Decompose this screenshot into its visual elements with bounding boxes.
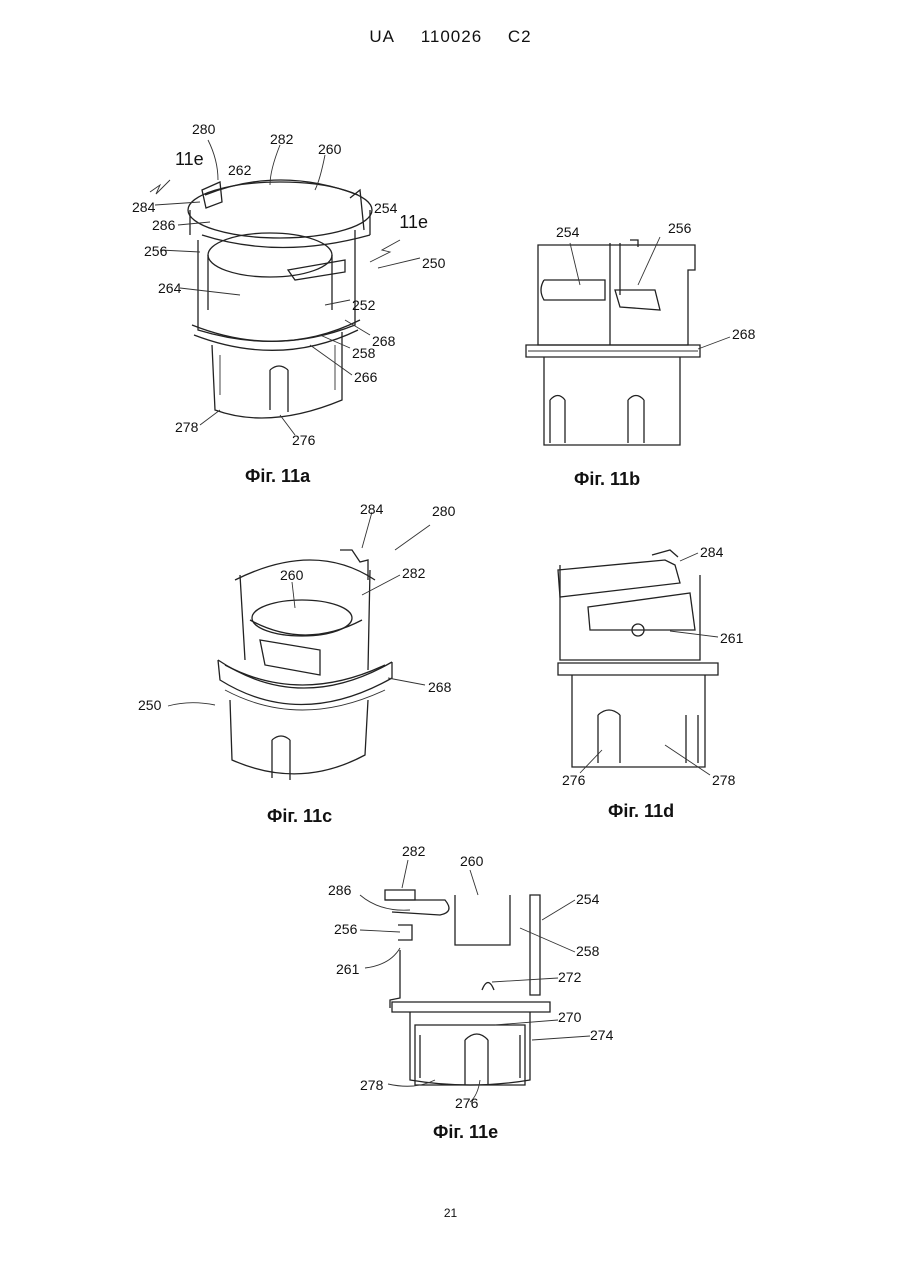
figure-11e-drawing: 282 260 286 254 256 258 261 272 270 274 …	[320, 840, 630, 1120]
fig11a-label-282: 282	[270, 131, 294, 147]
header-number: 110026	[421, 27, 482, 46]
fig11a-label-268: 268	[372, 333, 396, 349]
fig11e-label-258: 258	[576, 943, 600, 959]
fig11e-label-256: 256	[334, 921, 358, 937]
fig11a-label-254: 254	[374, 200, 398, 216]
fig11e-label-270: 270	[558, 1009, 582, 1025]
fig11c-label-284: 284	[360, 501, 384, 517]
fig11c-label-268: 268	[428, 679, 452, 695]
fig11b-label-268: 268	[732, 326, 756, 342]
fig11a-label-258: 258	[352, 345, 376, 361]
fig11c-label-280: 280	[432, 503, 456, 519]
fig11e-label-274: 274	[590, 1027, 614, 1043]
fig11e-label-276: 276	[455, 1095, 479, 1111]
fig11b-label-254: 254	[556, 224, 580, 240]
fig11b-label-256: 256	[668, 220, 692, 236]
figure-11d-drawing: 284 261 276 278	[540, 535, 780, 795]
fig11e-label-282: 282	[402, 843, 426, 859]
fig11c-label-282: 282	[402, 565, 426, 581]
fig11a-label-11e-right: 11e	[399, 212, 428, 232]
figure-11d: 284 261 276 278	[540, 535, 780, 795]
fig11a-label-280: 280	[192, 121, 216, 137]
fig11c-caption: Фіг. 11c	[267, 806, 332, 827]
fig11e-label-261: 261	[336, 961, 360, 977]
fig11a-label-256: 256	[144, 243, 168, 259]
fig11e-label-254: 254	[576, 891, 600, 907]
header-country: UA	[369, 27, 395, 46]
fig11d-caption: Фіг. 11d	[608, 801, 674, 822]
page-number: 21	[0, 1206, 901, 1220]
fig11d-label-278: 278	[712, 772, 736, 788]
fig11a-label-286: 286	[152, 217, 176, 233]
fig11e-label-286: 286	[328, 882, 352, 898]
fig11a-label-252: 252	[352, 297, 376, 313]
fig11d-label-261: 261	[720, 630, 744, 646]
fig11c-label-260: 260	[280, 567, 304, 583]
figure-11b-drawing: 254 256 268	[520, 215, 780, 455]
fig11a-label-250: 250	[422, 255, 446, 271]
fig11a-label-276: 276	[292, 432, 316, 448]
header-kind: C2	[508, 27, 532, 46]
fig11c-label-250: 250	[138, 697, 162, 713]
fig11a-label-260: 260	[318, 141, 342, 157]
fig11a-label-11e-left: 11e	[175, 149, 204, 169]
fig11a-label-278: 278	[175, 419, 199, 435]
figure-11e: 282 260 286 254 256 258 261 272 270 274 …	[320, 840, 630, 1120]
figure-11a-drawing: 280 282 260 11e 262 284 286 254 11e 256 …	[120, 110, 440, 460]
figure-11a: 280 282 260 11e 262 284 286 254 11e 256 …	[120, 110, 440, 460]
fig11a-label-266: 266	[354, 369, 378, 385]
fig11a-label-264: 264	[158, 280, 182, 296]
fig11a-label-262: 262	[228, 162, 252, 178]
patent-header: UA 110026 C2	[0, 27, 901, 47]
fig11e-label-260: 260	[460, 853, 484, 869]
figure-11b: 254 256 268	[520, 215, 780, 455]
fig11d-label-284: 284	[700, 544, 724, 560]
fig11e-label-272: 272	[558, 969, 582, 985]
fig11a-label-284: 284	[132, 199, 156, 215]
fig11a-caption: Фіг. 11a	[245, 466, 310, 487]
figure-11c: 284 280 260 282 268 250	[130, 500, 470, 790]
fig11d-label-276: 276	[562, 772, 586, 788]
fig11e-caption: Фіг. 11e	[433, 1122, 498, 1143]
fig11b-caption: Фіг. 11b	[574, 469, 640, 490]
figure-11c-drawing: 284 280 260 282 268 250	[130, 500, 470, 790]
fig11e-label-278: 278	[360, 1077, 384, 1093]
